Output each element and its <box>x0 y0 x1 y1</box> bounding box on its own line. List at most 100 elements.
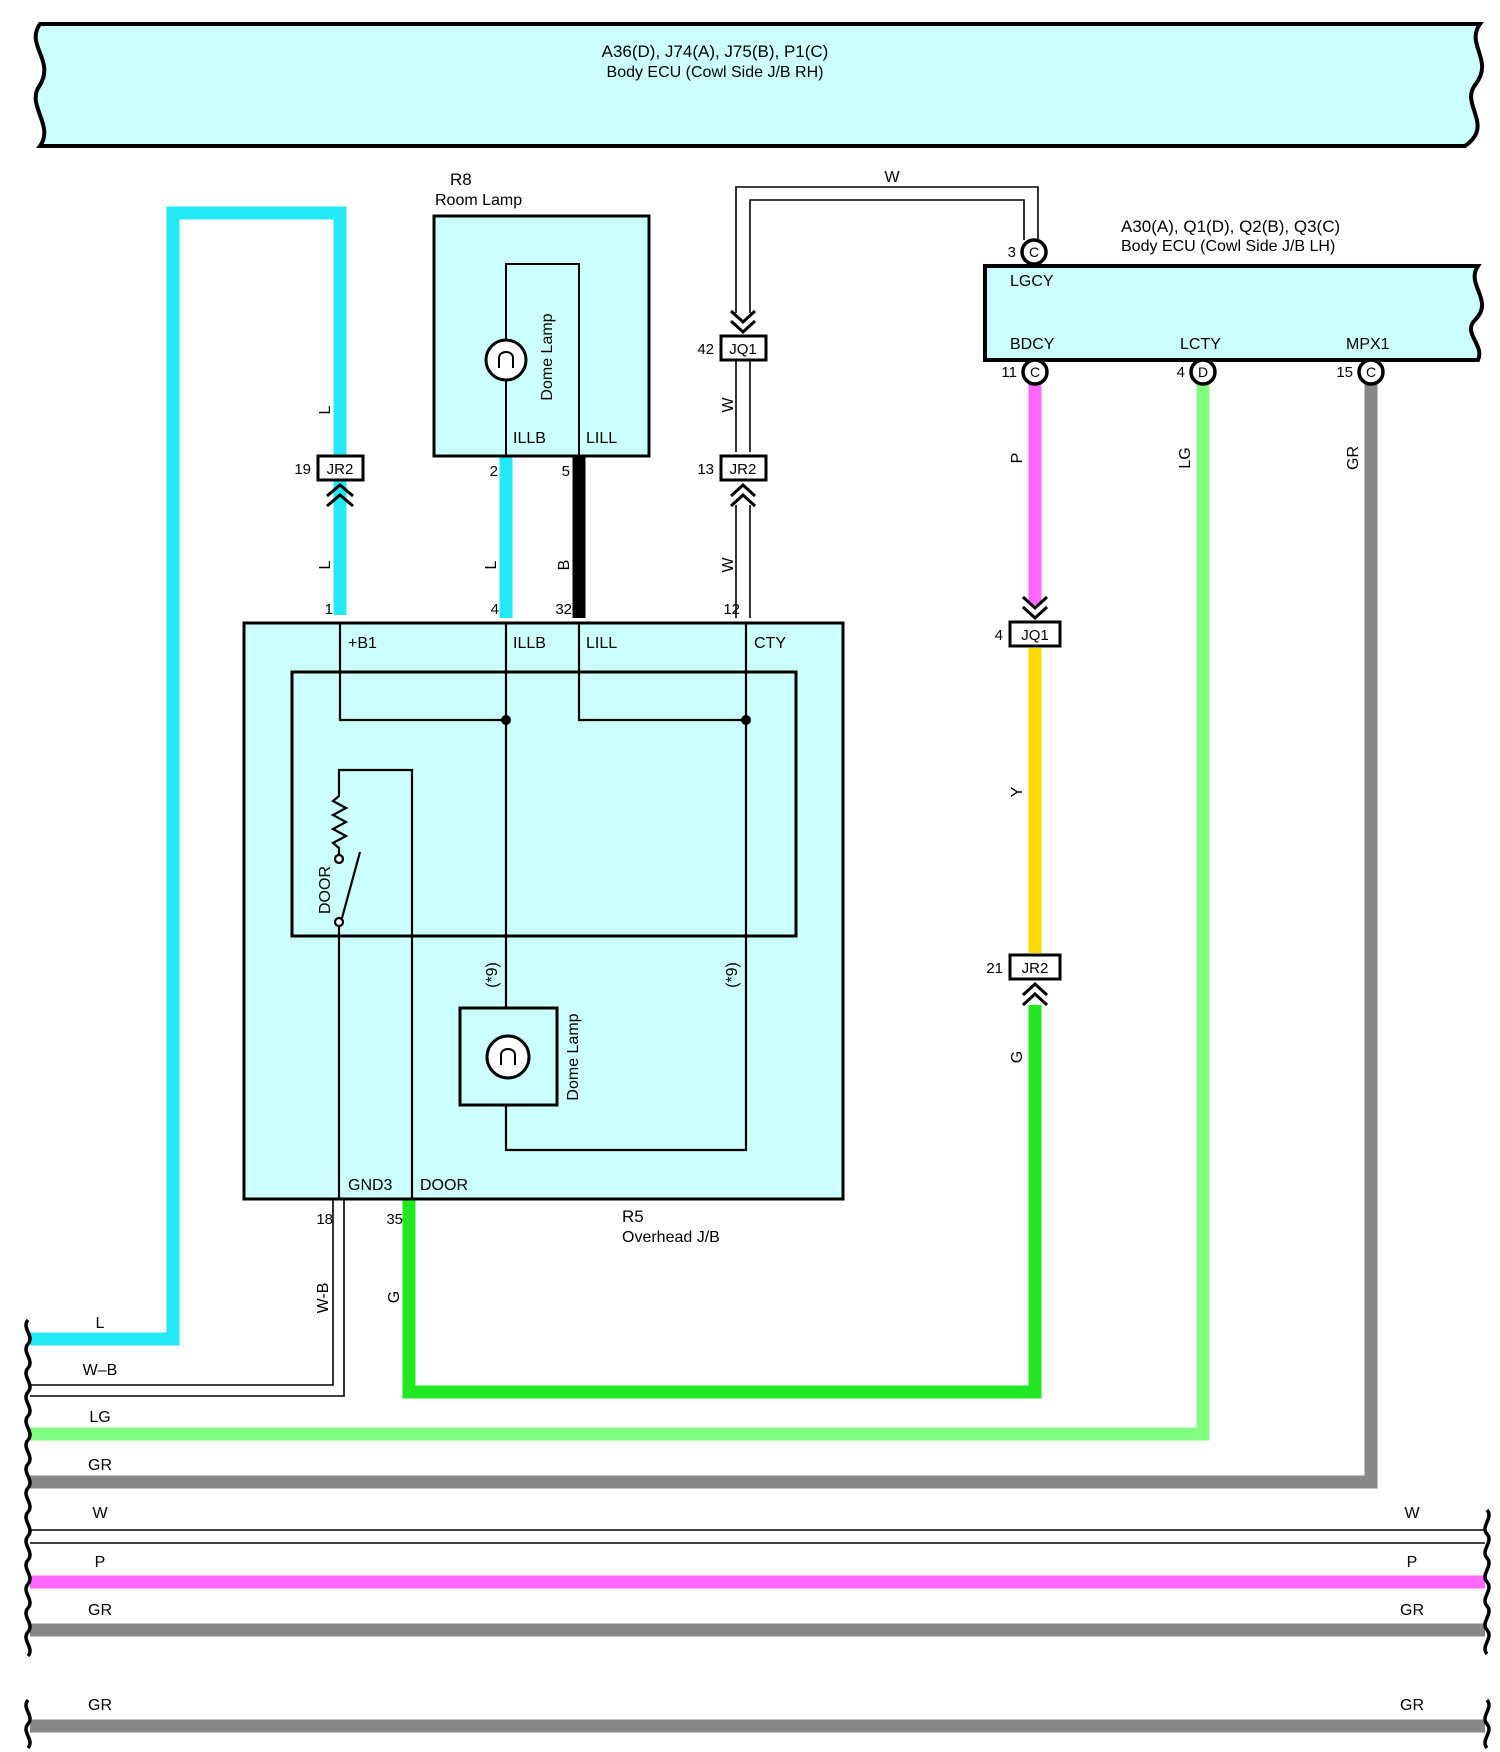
jr2-mid-pin: 13 <box>697 461 714 478</box>
inner-wire-illb <box>504 623 748 1152</box>
wire-lg <box>30 383 1210 1441</box>
jq1-top-name: JQ1 <box>729 341 757 358</box>
bus-label-gr2-right: GR <box>1400 1602 1424 1619</box>
wire-label-gr: GR <box>1345 446 1362 470</box>
jr2-left-pin: 19 <box>294 461 311 478</box>
jq1-top-pin: 42 <box>697 341 714 358</box>
room-lamp-name: Room Lamp <box>435 192 522 209</box>
inner-junction-2 <box>741 715 751 725</box>
room-lamp-pin-illb: 2 <box>490 463 498 480</box>
bus-label-w-right: W <box>1404 1505 1420 1522</box>
wire-label-p: P <box>1009 453 1026 464</box>
bus-label-w-left: W <box>92 1505 108 1522</box>
r5-pin-gnd3: 18 <box>316 1211 333 1228</box>
jr2-right-pin: 21 <box>986 960 1003 977</box>
pin-mpx1: C 15 <box>1336 358 1385 386</box>
inner-wire-lill <box>577 623 748 722</box>
door-switch-label: DOOR <box>317 866 334 914</box>
bus-break-left-1 <box>24 1318 32 1658</box>
jq1-right-name: JQ1 <box>1021 627 1049 644</box>
jq1-right-pin: 4 <box>995 627 1003 644</box>
r5-pin-lill: 32 <box>555 601 572 618</box>
jr2-left-connector: JR2 19 <box>294 454 365 508</box>
wire-label-g-left: G <box>386 1291 403 1303</box>
r5-term-door: DOOR <box>420 1177 468 1194</box>
wire-gr-mpx1 <box>30 383 1378 1489</box>
pin-bdcy-conn: C <box>1030 364 1040 380</box>
pin-bdcy: C 11 <box>1001 358 1049 386</box>
bus-break-right-1 <box>1483 1508 1491 1656</box>
wire-g <box>402 1005 1042 1399</box>
bus-break-right-2 <box>1483 1698 1491 1750</box>
bus-label-gr3-right: GR <box>1400 1697 1424 1714</box>
jr2-left-name: JR2 <box>327 461 354 478</box>
wire-label-w-top: W <box>884 169 900 186</box>
jr2-mid-connector: JR2 13 <box>697 454 768 508</box>
pin-lgcy: C 3 <box>1008 238 1048 266</box>
right-ecu-panel <box>983 264 1485 362</box>
right-ecu-term-lcty: LCTY <box>1180 336 1221 353</box>
pin-lgcy-num: 3 <box>1008 244 1016 261</box>
r5-term-b1: +B1 <box>348 635 377 652</box>
r5-lamp-label: Dome Lamp <box>565 1013 582 1100</box>
room-lamp-term-lill: LILL <box>586 430 617 447</box>
r5-note-left: (*9) <box>484 962 501 988</box>
wire-l-left <box>30 206 347 1346</box>
wire-label-w-mid: W <box>720 397 737 413</box>
wire-w-top-outer <box>735 186 1039 313</box>
wire-label-g-right: G <box>1009 1051 1026 1063</box>
room-lamp-bulb-label: Dome Lamp <box>539 313 556 400</box>
inner-wire-b1 <box>338 623 506 722</box>
pin-bdcy-num: 11 <box>1001 364 1017 381</box>
wire-w-top-inner <box>749 199 1025 313</box>
r5-term-cty: CTY <box>754 635 786 652</box>
room-lamp-box <box>432 214 651 458</box>
pin-mpx1-conn: C <box>1366 364 1376 380</box>
jq1-right-connector: JQ1 4 <box>995 595 1062 648</box>
jr2-right-connector: JR2 21 <box>986 953 1062 1007</box>
room-lamp-bulb-icon <box>484 338 528 382</box>
r5-term-illb: ILLB <box>513 635 546 652</box>
right-ecu-term-lgcy: LGCY <box>1010 273 1054 290</box>
r5-note-right: (*9) <box>724 962 741 988</box>
room-lamp-code: R8 <box>450 170 472 189</box>
jq1-top-connector: JQ1 42 <box>697 309 768 362</box>
bus-label-wb: W–B <box>83 1362 118 1379</box>
bus-label-lg: LG <box>89 1409 110 1426</box>
r5-pin-illb: 4 <box>491 601 499 618</box>
wire-wb-inner <box>30 1200 334 1386</box>
r5-pin-door: 35 <box>386 1211 403 1228</box>
bus-label-gr: GR <box>88 1457 112 1474</box>
r5-lamp-bulb-icon <box>485 1034 531 1080</box>
right-ecu-code: A30(A), Q1(D), Q2(B), Q3(C) <box>1121 217 1340 236</box>
wire-wb-outer <box>30 1200 345 1397</box>
door-switch-icon <box>330 768 414 1199</box>
wire-label-w-low: W <box>720 557 737 573</box>
r5-pin-b1: 1 <box>325 601 333 618</box>
wire-label-wb: W-B <box>315 1283 332 1314</box>
top-ecu-panel <box>33 22 1485 148</box>
bus-label-p-right: P <box>1407 1554 1418 1571</box>
wire-label-l-upper: L <box>317 405 334 414</box>
room-lamp-term-illb: ILLB <box>513 430 546 447</box>
top-ecu-name: Body ECU (Cowl Side J/B RH) <box>607 64 824 81</box>
jr2-right-name: JR2 <box>1022 960 1049 977</box>
wire-label-lg: LG <box>1177 447 1194 468</box>
right-ecu-term-bdcy: BDCY <box>1010 336 1055 353</box>
wire-label-b-lill: B <box>556 560 573 571</box>
r5-pin-cty: 12 <box>723 601 740 618</box>
top-ecu-code: A36(D), J74(A), J75(B), P1(C) <box>602 42 829 61</box>
pin-lcty: D 4 <box>1177 358 1217 386</box>
bus-break-left-2 <box>24 1698 32 1750</box>
r5-term-gnd3: GND3 <box>348 1177 393 1194</box>
right-ecu-term-mpx1: MPX1 <box>1346 336 1390 353</box>
overhead-jb-inner <box>290 670 798 938</box>
room-lamp-pin-lill: 5 <box>562 463 570 480</box>
inner-junction-1 <box>501 715 511 725</box>
wire-label-l-illb: L <box>483 560 500 569</box>
bus-label-gr2-left: GR <box>88 1602 112 1619</box>
wire-label-l-lower: L <box>317 560 334 569</box>
jr2-mid-name: JR2 <box>730 461 757 478</box>
right-ecu-name: Body ECU (Cowl Side J/B LH) <box>1121 238 1335 255</box>
